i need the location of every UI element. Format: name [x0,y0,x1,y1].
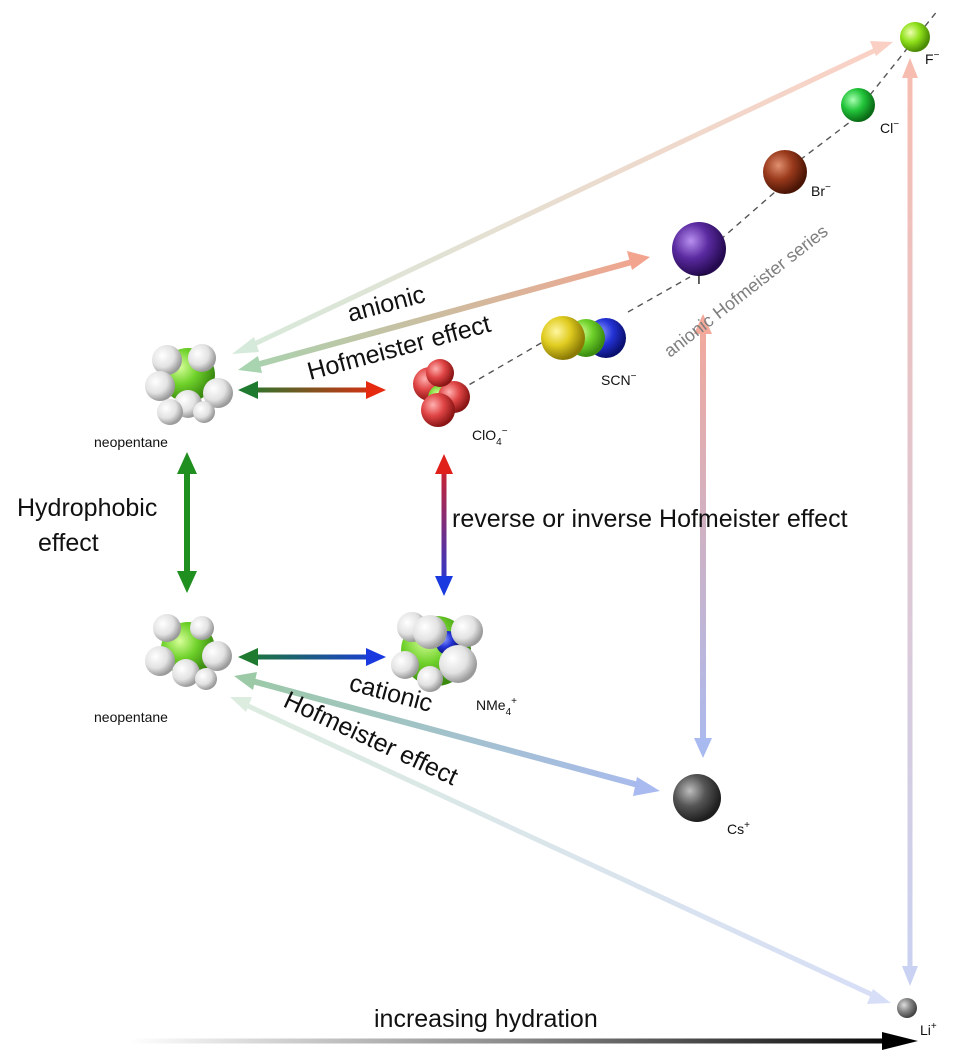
arrow-iodide-to-cesium [694,314,712,758]
reverse-hofmeister-label: reverse or inverse Hofmeister effect [452,505,848,533]
anionic-effect-label-line2: Hofmeister effect [304,310,493,386]
perchlorate-label: ClO4− [472,426,508,448]
fluoride-ion [900,22,930,52]
tetramethylammonium-label: NMe4+ [476,696,517,718]
arrow-neopentane-to-cesium [234,672,660,796]
iodide-label: I− [697,270,707,287]
arrow-neopentane-to-fluoride [232,41,893,354]
arrow-neopentane-to-lithium [230,697,891,1004]
bromide-label: Br− [811,182,831,199]
hydrophobic-effect-label-line1: Hydrophobic [17,494,157,522]
cesium-ion [673,774,721,822]
cesium-label: Cs+ [727,820,750,837]
neopentane-label-bottom: neopentane [94,709,168,725]
thiocyanate-label: SCN− [601,371,637,388]
arrow-neopentane-to-iodide [238,251,650,373]
arrow-reverse-hofmeister [435,454,453,596]
iodide-ion [672,222,726,276]
perchlorate-molecule [413,359,470,427]
increasing-hydration-label: increasing hydration [374,1005,598,1033]
arrow-increasing-hydration [130,1032,918,1050]
arrow-hydrophobic-effect [177,452,197,593]
thiocyanate-molecule [541,316,626,360]
bromide-ion [763,150,807,194]
anionic-series-dashed-line [459,9,939,391]
fluoride-label: F− [925,50,940,67]
neopentane-molecule-top [145,344,233,425]
arrow-fluoride-to-lithium [902,58,918,986]
chloride-label: Cl− [880,119,899,136]
chloride-ion [841,88,875,122]
neopentane-molecule-bottom [145,614,232,690]
arrow-neopentane-to-tetramethylammonium [238,648,386,666]
hydrophobic-effect-label-line2: effect [38,529,99,557]
arrow-neopentane-to-perchlorate [238,381,386,399]
neopentane-label-top: neopentane [94,434,168,450]
lithium-label: Li+ [920,1021,937,1038]
tetramethylammonium-molecule [391,612,483,692]
lithium-ion [897,998,917,1018]
